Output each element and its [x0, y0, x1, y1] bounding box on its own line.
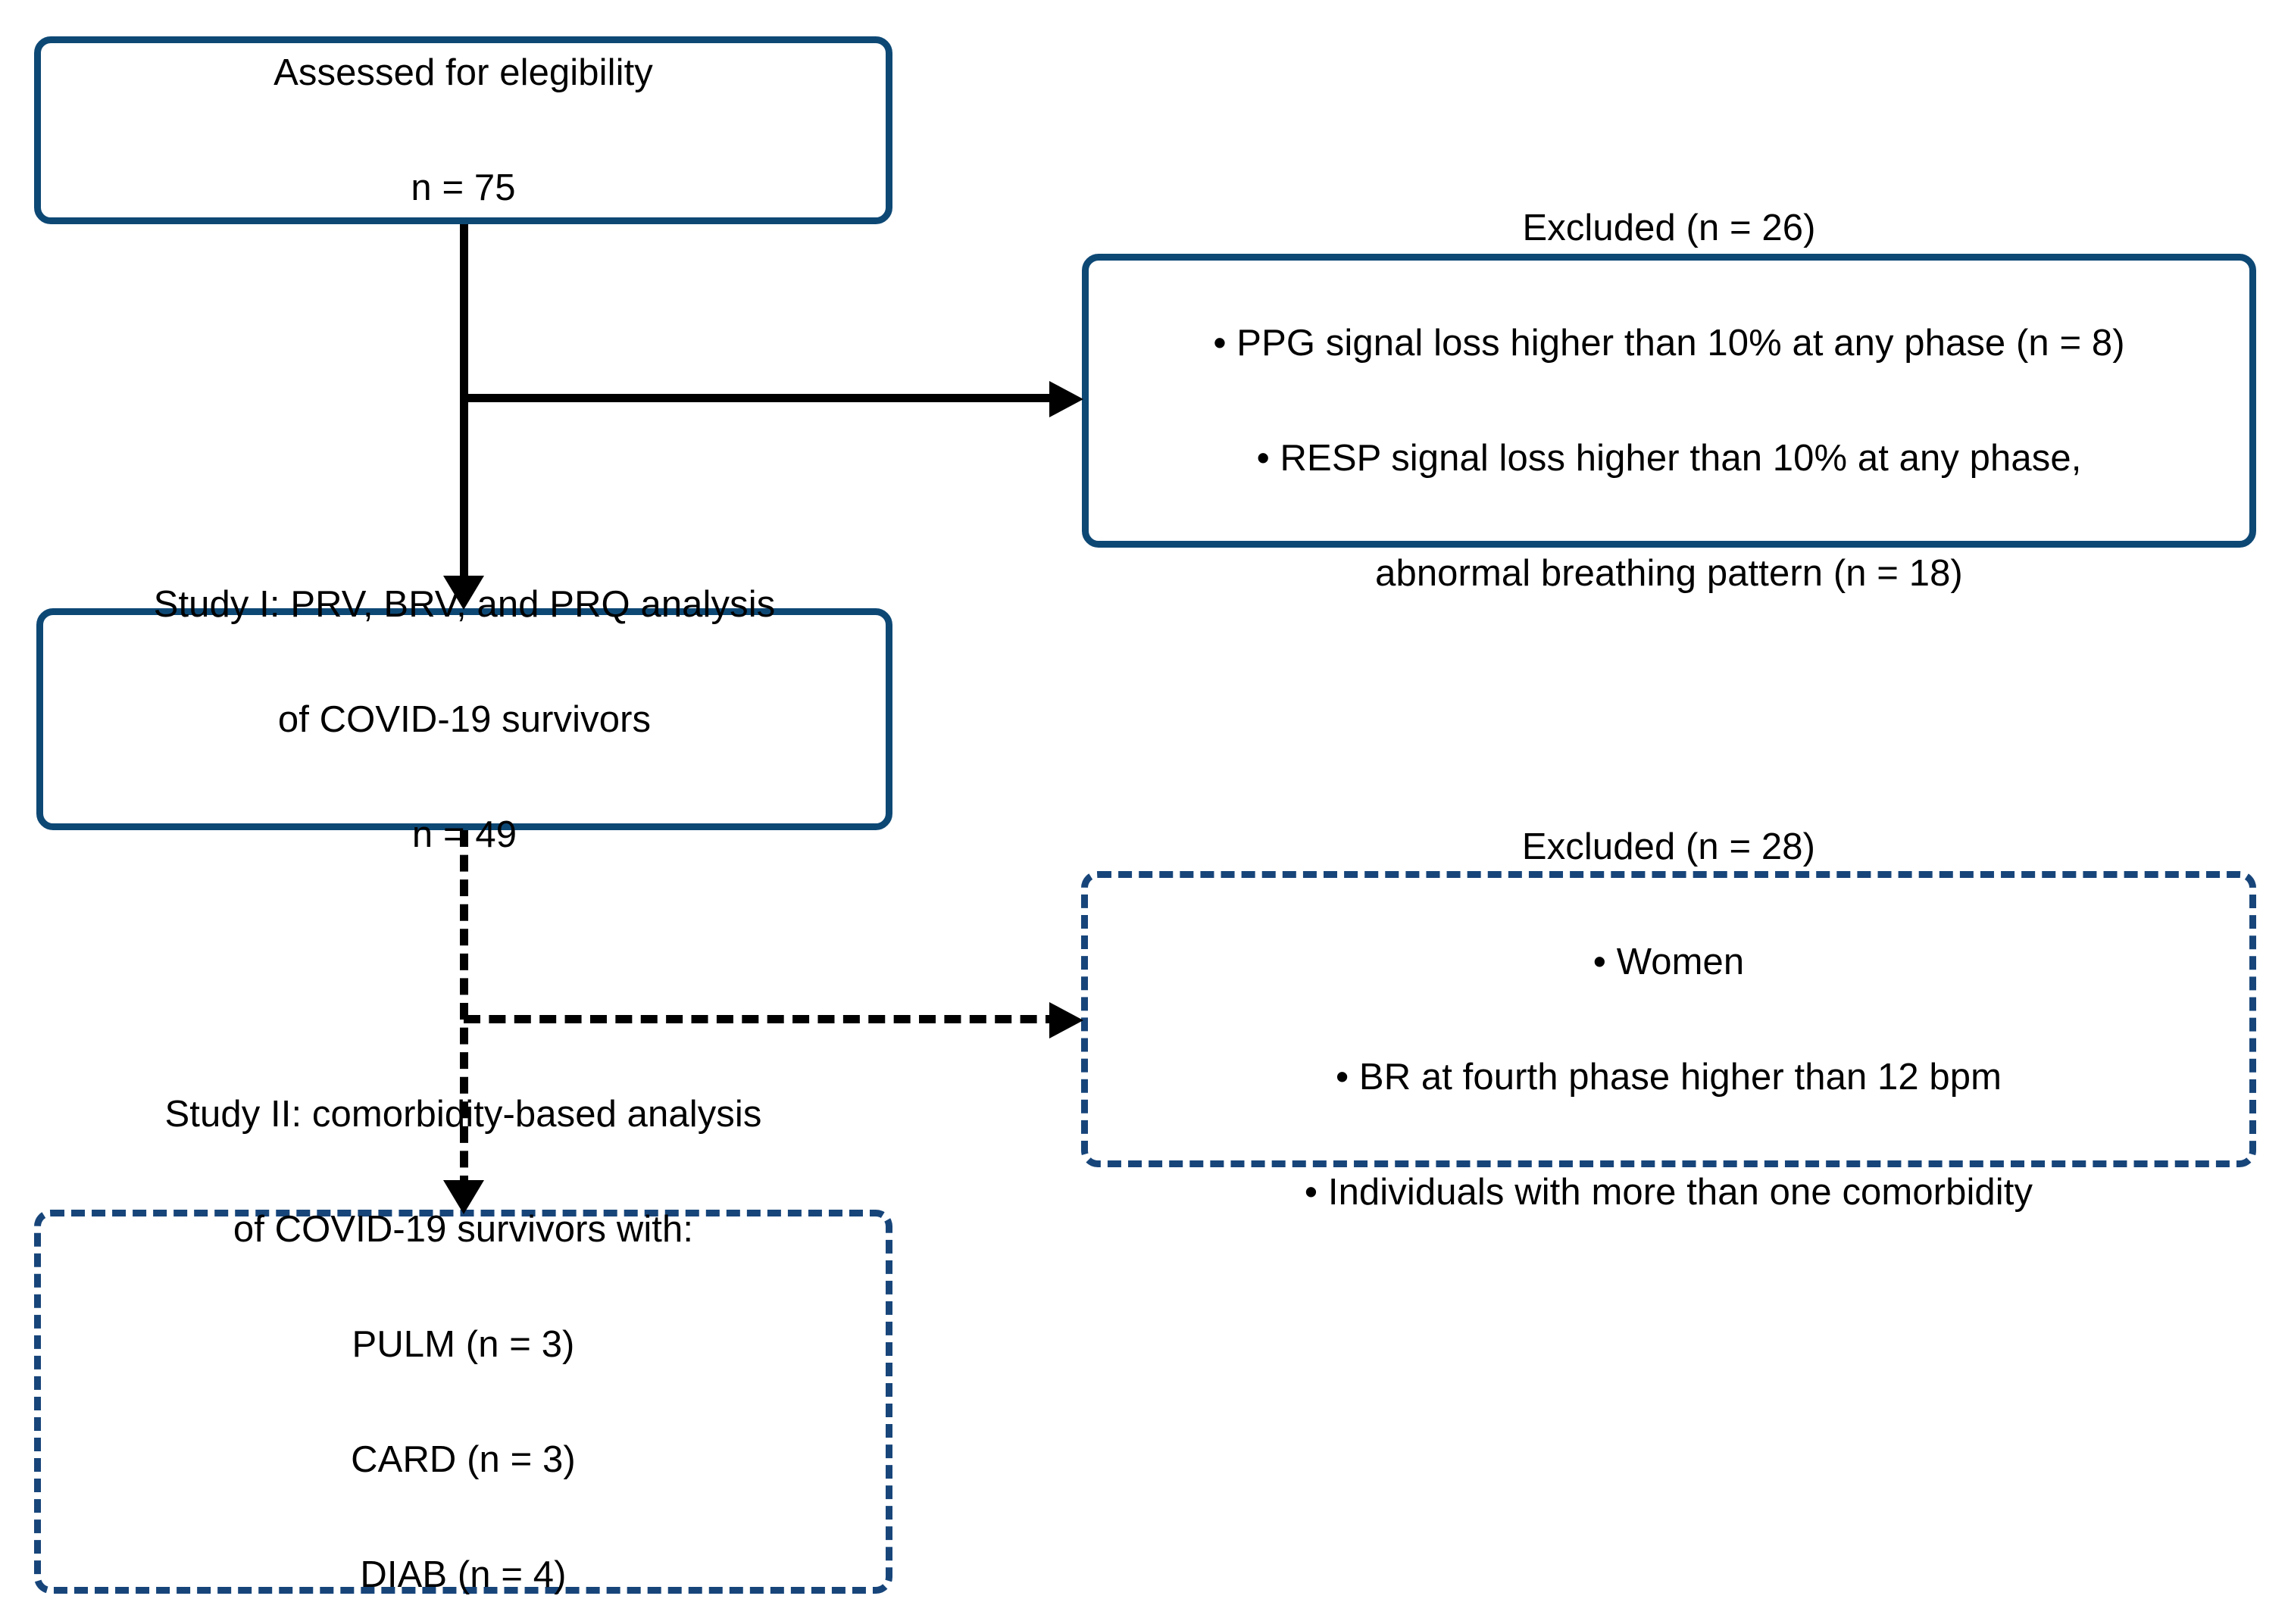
node-assessed-line-1: Assessed for elegibility [273, 52, 653, 93]
node-excluded-first-line-4: abnormal breathing pattern (n = 18) [1375, 553, 1963, 594]
node-study-two-line-5: DIAB (n = 4) [360, 1554, 567, 1595]
connector-study-one-to-excluded-second-line [464, 1015, 1062, 1023]
arrowhead-down-dashed-icon [443, 1180, 484, 1214]
node-excluded-first-line-1: Excluded (n = 26) [1522, 208, 1816, 248]
arrowhead-right-icon [1049, 381, 1083, 417]
node-assessed-line-2: n = 75 [411, 167, 516, 208]
arrowhead-right-dashed-icon [1049, 1002, 1083, 1038]
node-study-two-line-2: of COVID-19 survivors with: [233, 1208, 694, 1250]
node-assessed-for-eligibility: Assessed for elegibility n = 75 [34, 36, 892, 224]
connector-assessed-to-excluded-first-line [464, 394, 1061, 402]
node-excluded-second-line-2: • Women [1593, 941, 1745, 982]
node-excluded-second-line-1: Excluded (n = 28) [1521, 826, 1816, 867]
node-excluded-second-text: Excluded (n = 28) • Women • BR at fourth… [1305, 760, 2033, 1279]
connector-study-one-to-study-two-line [460, 830, 468, 1192]
node-study-one: Study I: PRV, BRV, and PRQ analysis of C… [36, 584, 892, 855]
arrowhead-down-icon [443, 576, 484, 610]
node-excluded-second-line-3: • BR at fourth phase higher than 12 bpm [1335, 1056, 2002, 1098]
node-study-two-line-4: CARD (n = 3) [351, 1438, 576, 1480]
node-excluded-first-line-2: • PPG signal loss higher than 10% at any… [1213, 323, 2125, 364]
node-excluded-second-line-4: • Individuals with more than one comorbi… [1304, 1171, 2033, 1213]
node-excluded-second: Excluded (n = 28) • Women • BR at fourth… [1081, 826, 2256, 1213]
node-study-two: Study II: comorbidity-based analysis of … [34, 1094, 892, 1595]
node-assessed-text: Assessed for elegibility n = 75 [273, 0, 653, 274]
connector-assessed-to-study-one-line [460, 224, 468, 586]
node-excluded-first: Excluded (n = 26) • PPG signal loss high… [1082, 208, 2256, 594]
node-study-two-line-3: PULM (n = 3) [352, 1323, 575, 1365]
node-study-one-line-1: Study I: PRV, BRV, and PRQ analysis [153, 583, 776, 625]
node-excluded-first-text: Excluded (n = 26) • PPG signal loss high… [1213, 142, 2124, 660]
node-study-one-text: Study I: PRV, BRV, and PRQ analysis of C… [154, 518, 776, 921]
node-excluded-first-line-3: • RESP signal loss higher than 10% at an… [1256, 438, 2082, 479]
node-study-one-line-2: of COVID-19 survivors [277, 698, 652, 740]
